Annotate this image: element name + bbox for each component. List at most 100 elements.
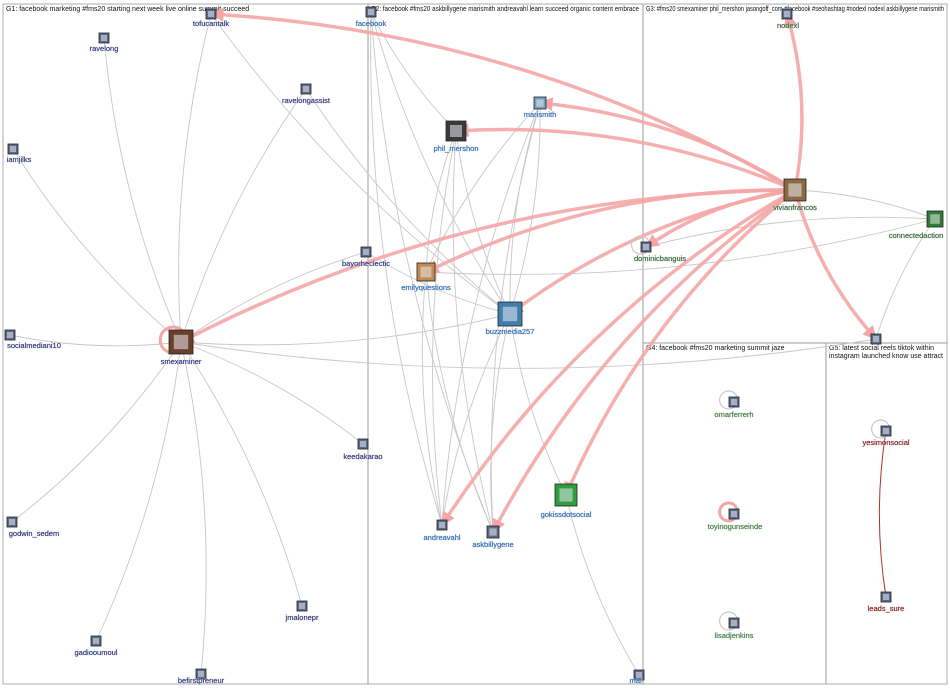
edge-ravelongassist-smexaminer <box>180 88 307 343</box>
nodes: tofucantalk ravelong ravelongassist iamjilk… <box>4 6 944 685</box>
node-jmalonepr[interactable]: jmalonepr <box>284 600 319 622</box>
edge-gokissdotsocial-mar <box>565 494 640 676</box>
avatar-highlight <box>198 671 204 677</box>
node-label: bayorheclectic <box>342 259 390 268</box>
avatar-highlight <box>536 99 544 107</box>
edge-vivianfrancos-gokissdotsocial <box>564 188 797 497</box>
node-vivianfrancos[interactable]: vivianfrancos <box>773 178 817 212</box>
node-connectedaction[interactable]: connectedaction <box>888 210 944 240</box>
edge-connectedaction-vivianfrancos <box>794 189 936 220</box>
avatar-highlight <box>873 336 879 342</box>
node-andreavahl[interactable]: andreavahl <box>423 519 461 542</box>
avatar-highlight <box>173 334 189 350</box>
node-emilyquestions[interactable]: emilyquestions <box>401 262 451 292</box>
node-ravelongassist[interactable]: ravelongassist <box>282 83 331 105</box>
node-iamjilks[interactable]: iamjilks <box>6 143 32 164</box>
avatar-highlight <box>420 266 432 278</box>
avatar-highlight <box>303 86 309 92</box>
node-label: yesimonsocial <box>862 438 909 447</box>
edges-red <box>179 7 878 534</box>
node-facebook[interactable]: facebook <box>355 6 387 28</box>
node-bayorheclectic[interactable]: bayorheclectic <box>342 246 391 268</box>
edge-buzzmedia257-andreavahl <box>441 313 511 526</box>
node-ravelong[interactable]: ravelong <box>89 32 119 53</box>
avatar-highlight <box>489 528 497 536</box>
edge-phil_mershon-emilyquestions <box>425 130 457 273</box>
node-label: marismith <box>524 110 557 119</box>
avatar-highlight <box>439 522 445 528</box>
node-phil_mershon[interactable]: phil_mershon <box>433 120 479 153</box>
node-g3hidden[interactable] <box>870 333 882 345</box>
avatar-highlight <box>101 35 107 41</box>
node-dominicbanguis[interactable]: dominicbanguis <box>634 241 687 263</box>
edge-jmalonepr-smexaminer <box>180 341 303 607</box>
group-title-g4: G4: facebook #fms20 marketing summit jaz… <box>646 345 785 352</box>
edges-gray <box>9 11 936 676</box>
node-label: keedakarao <box>343 452 382 461</box>
node-label: socialmediani10 <box>7 341 61 350</box>
node-label: leads_sure <box>868 604 905 613</box>
edge-vivianfrancos-askbillygene <box>491 188 797 534</box>
group-boxes <box>2 3 948 685</box>
node-label: gadiooumoul <box>75 648 118 657</box>
node-label: omarferrerh <box>714 410 753 419</box>
avatar-highlight <box>731 399 737 405</box>
node-befirstpreneur[interactable]: befirstpreneur <box>178 668 225 685</box>
node-yesimonsocial[interactable]: yesimonsocial <box>862 425 910 447</box>
node-label: godwin_sedem <box>9 529 59 538</box>
edge-vivianfrancos-dominicbanguis <box>644 188 796 249</box>
edge-vivianfrancos-andreavahl <box>440 188 796 527</box>
node-smexaminer[interactable]: smexaminer <box>160 329 202 366</box>
node-label: connectedaction <box>889 231 944 240</box>
node-label: nodexl <box>777 21 799 30</box>
node-label: tofucantalk <box>193 19 230 28</box>
edge-ravelong-smexaminer <box>103 37 182 343</box>
node-socialmediani10[interactable]: socialmediani10 <box>4 329 61 350</box>
self-loops <box>158 235 891 631</box>
group-title-g3: G3: #fms20 smexaminer phil_mershon jason… <box>646 6 944 13</box>
node-marismith[interactable]: marismith <box>523 96 557 119</box>
avatar-highlight <box>7 332 13 338</box>
avatar-highlight <box>784 11 790 17</box>
avatar-highlight <box>502 306 518 322</box>
node-label: dominicbanguis <box>634 254 686 263</box>
node-buzzmedia257[interactable]: buzzmedia257 <box>485 301 535 336</box>
node-keedakarao[interactable]: keedakarao <box>343 438 383 461</box>
avatar-highlight <box>636 672 642 678</box>
node-label: andreavahl <box>423 533 460 542</box>
node-godwin_sedem[interactable]: godwin_sedem <box>6 516 60 538</box>
node-toyinogunseinde[interactable]: toyinogunseinde <box>707 508 763 531</box>
node-tofucantalk[interactable]: tofucantalk <box>193 8 230 28</box>
edge-buzzmedia257-marismith <box>509 102 541 315</box>
node-label: befirstpreneur <box>178 676 225 685</box>
avatar-highlight <box>731 511 737 517</box>
edge-tofucantalk-smexaminer <box>178 13 212 343</box>
node-label: vivianfrancos <box>773 203 817 212</box>
avatar-highlight <box>9 519 15 525</box>
edge-emilyquestions-askbillygene <box>425 271 494 533</box>
node-mar[interactable]: mar <box>629 669 645 685</box>
edge-connectedaction-dominicbanguis <box>645 216 936 248</box>
node-nodexl[interactable]: nodexl <box>777 8 800 30</box>
node-leads_sure[interactable]: leads_sure <box>867 591 905 613</box>
edge-facebook-phil_mershon <box>370 11 457 132</box>
avatar-highlight <box>208 11 214 17</box>
edge-buzzmedia257-askbillygene <box>490 313 511 533</box>
edge-buzzmedia257-gokissdotsocial <box>509 313 567 496</box>
node-label: facebook <box>356 19 387 28</box>
edge-smexaminer-g3hidden <box>180 338 877 369</box>
node-gadiooumoul[interactable]: gadiooumoul <box>74 635 118 657</box>
node-label: smexaminer <box>161 357 202 366</box>
node-lisadjenkins[interactable]: lisadjenkins <box>714 617 754 640</box>
edge-vivianfrancos-marismith <box>538 97 796 192</box>
avatar-highlight <box>450 125 462 137</box>
edge-tofucantalk-buzzmedia257 <box>210 13 511 315</box>
node-gokissdotsocial[interactable]: gokissdotsocial <box>540 483 592 519</box>
node-askbillygene[interactable]: askbillygene <box>472 525 514 549</box>
avatar-highlight <box>363 249 369 255</box>
node-label: toyinogunseinde <box>708 522 763 531</box>
avatar-highlight <box>643 244 649 250</box>
node-omarferrerh[interactable]: omarferrerh <box>714 396 754 419</box>
avatar-highlight <box>10 146 16 152</box>
